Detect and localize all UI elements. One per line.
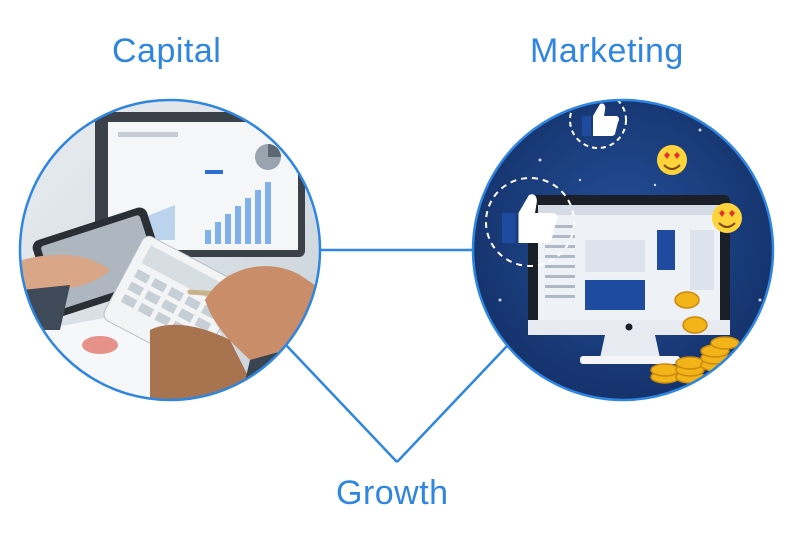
heart-eyes-emoji-icon bbox=[657, 145, 687, 175]
thumbs-up-icon-left bbox=[502, 194, 558, 243]
thumbs-up-icon-top bbox=[582, 103, 620, 136]
marketing-growth-connector bbox=[396, 344, 509, 463]
marketing-illustration bbox=[471, 98, 775, 402]
capital-label: Capital bbox=[112, 32, 222, 70]
marketing-label: Marketing bbox=[530, 32, 684, 70]
capital-growth-connector bbox=[285, 344, 398, 463]
connector-lines bbox=[285, 248, 509, 463]
coins-icon bbox=[650, 291, 740, 384]
capital-circle-border bbox=[18, 98, 322, 402]
capital-illustration bbox=[18, 98, 322, 402]
heart-eyes-emoji-icon-2 bbox=[712, 203, 742, 233]
marketing-circle-border bbox=[471, 98, 775, 402]
growth-label: Growth bbox=[336, 474, 449, 512]
